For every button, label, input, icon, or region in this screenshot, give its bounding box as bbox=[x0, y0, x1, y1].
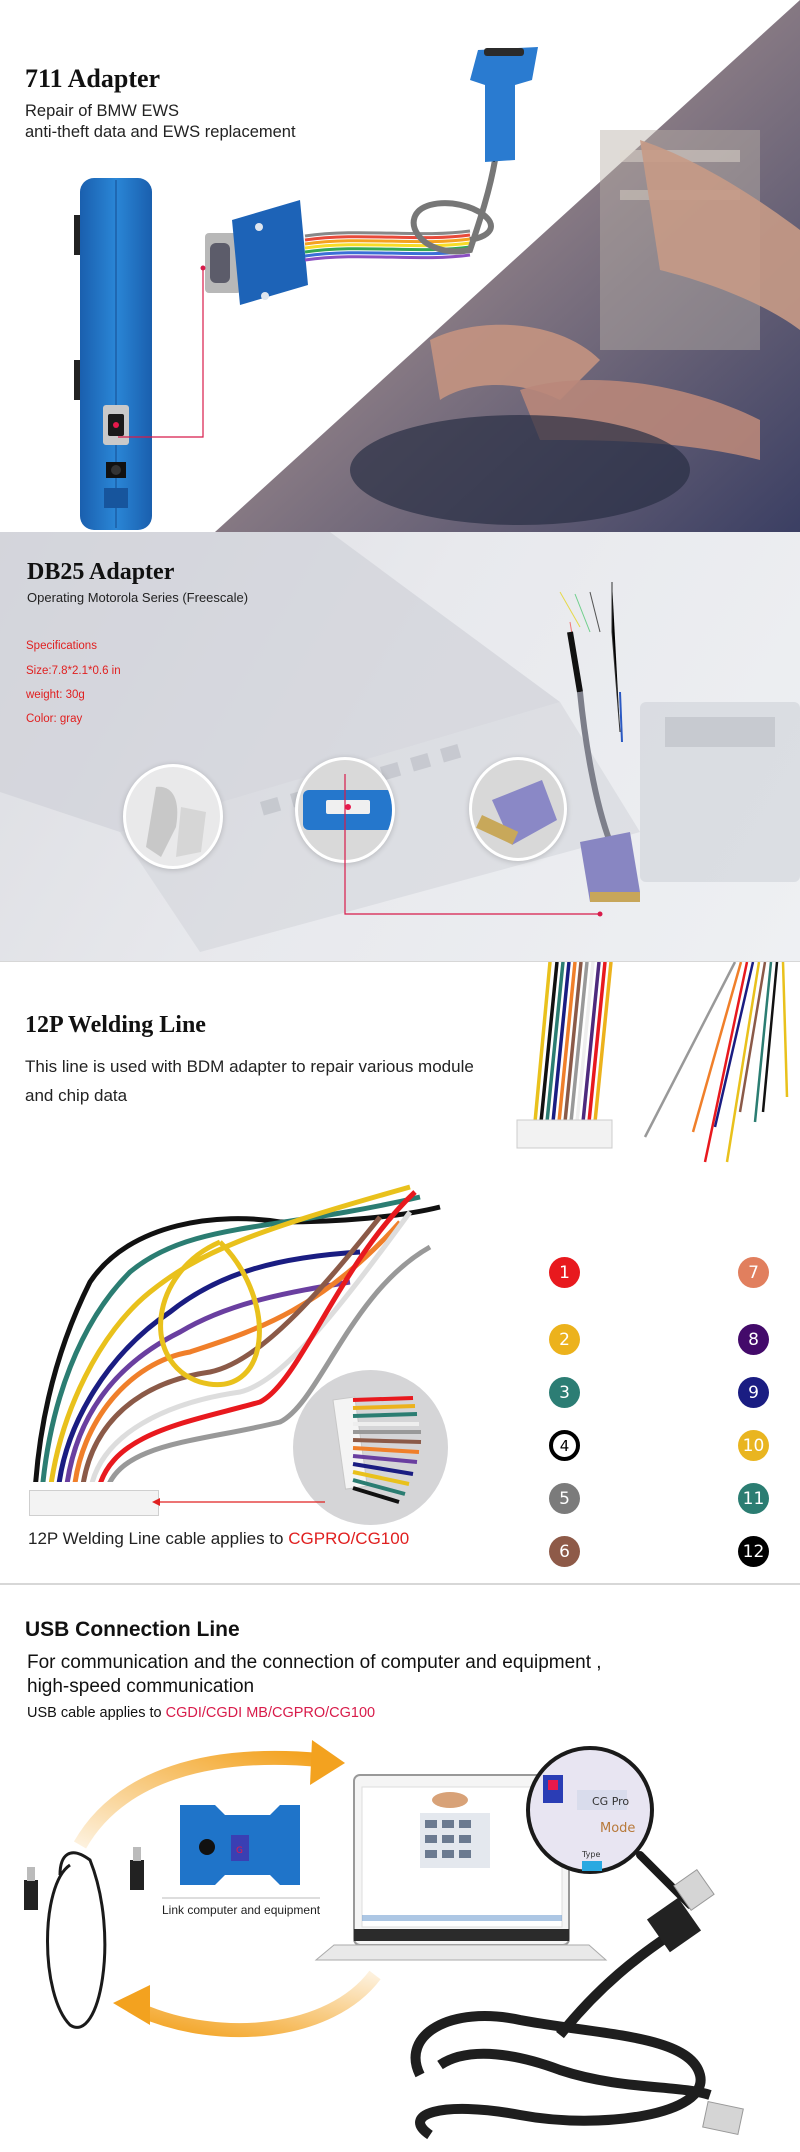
spec-color: Color: gray bbox=[26, 713, 83, 725]
section-divider bbox=[0, 1583, 800, 1585]
pin-badge-10: 10 bbox=[738, 1430, 769, 1461]
pin-badge-9: 9 bbox=[738, 1377, 769, 1408]
magnifier-mode-label: Mode bbox=[600, 1821, 635, 1836]
section-title: USB Connection Line bbox=[25, 1618, 240, 1641]
magnifier-type-label: Type bbox=[581, 1850, 600, 1859]
pin-badge-1: 1 bbox=[549, 1257, 580, 1288]
description-line: For communication and the connection of … bbox=[27, 1652, 602, 1673]
connector-closeup-circle bbox=[293, 1370, 448, 1525]
db25-cable-image bbox=[559, 582, 640, 902]
usb-connection-diagram: G CG Pro Mode Type bbox=[24, 1740, 744, 2140]
link-computer-label: Link computer and equipment bbox=[162, 1903, 321, 1917]
section-description: For communication and the connection of … bbox=[27, 1651, 727, 1699]
spec-weight: weight: 30g bbox=[26, 689, 85, 701]
section-title: 12P Welding Line bbox=[25, 1012, 206, 1038]
pin-badge-8: 8 bbox=[738, 1324, 769, 1355]
pin-badge-11: 11 bbox=[738, 1483, 769, 1514]
compatibility-caption: 12P Welding Line cable applies to CGPRO/… bbox=[28, 1529, 409, 1549]
12p-connector-housing bbox=[29, 1490, 159, 1516]
car-seat-thumbnail bbox=[123, 764, 223, 869]
pin-badge-12: 12 bbox=[738, 1536, 769, 1567]
section-description: This line is used with BDM adapter to re… bbox=[25, 1057, 474, 1105]
caption-text: USB cable applies to bbox=[27, 1705, 166, 1721]
section-title: 711 Adapter bbox=[25, 64, 161, 93]
section-db25-adapter: DB25 Adapter Operating Motorola Series (… bbox=[0, 532, 800, 962]
pin-badge-7: 7 bbox=[738, 1257, 769, 1288]
compatibility-caption: USB cable applies to CGDI/CGDI MB/CGPRO/… bbox=[27, 1705, 375, 1721]
magnifier-app-title: CG Pro bbox=[592, 1795, 629, 1808]
section-title: DB25 Adapter bbox=[27, 559, 175, 585]
section-subtitle: anti-theft data and EWS replacement bbox=[25, 123, 296, 141]
adapter-711-photo bbox=[74, 0, 800, 532]
pin-badge-3: 3 bbox=[549, 1377, 580, 1408]
pin-badge-2: 2 bbox=[549, 1324, 580, 1355]
pin-badge-4: 4 bbox=[549, 1430, 580, 1461]
section-subtitle: Operating Motorola Series (Freescale) bbox=[27, 590, 249, 605]
description-line: high-speed communication bbox=[27, 1676, 255, 1697]
spec-heading: Specifications bbox=[26, 640, 97, 652]
compatible-models: CGPRO/CG100 bbox=[288, 1529, 410, 1548]
pin-badge-6: 6 bbox=[549, 1536, 580, 1567]
closeup-pointer-arrow bbox=[152, 1498, 325, 1506]
spec-size: Size:7.8*2.1*0.6 in bbox=[26, 665, 121, 677]
svg-text:G: G bbox=[236, 1846, 243, 1856]
compatible-models: CGDI/CGDI MB/CGPRO/CG100 bbox=[165, 1705, 376, 1721]
caption-text: 12P Welding Line cable applies to bbox=[28, 1529, 289, 1548]
welding-line-connector-photo bbox=[516, 962, 789, 1163]
section-subtitle: Repair of BMW EWS bbox=[25, 102, 180, 120]
connector-pointer-line bbox=[344, 774, 603, 917]
pin-badge-5: 5 bbox=[549, 1483, 580, 1514]
section-711-adapter: 711 Adapter Repair of BMW EWS anti-theft… bbox=[0, 0, 800, 532]
section-usb-connection-line: USB Connection Line For communication an… bbox=[0, 1585, 800, 2152]
section-12p-welding-line: 12P Welding Line This line is used with … bbox=[0, 962, 800, 1583]
db25-connector-thumbnail bbox=[469, 757, 567, 861]
welding-line-bundle-photo bbox=[33, 1184, 441, 1482]
